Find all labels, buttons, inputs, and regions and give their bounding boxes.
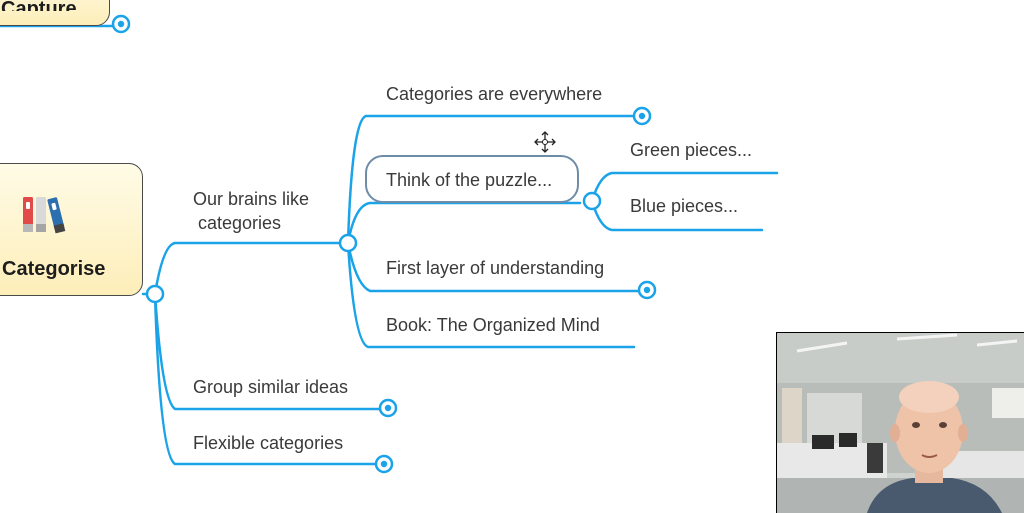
subtopic-puzzle-selected[interactable]: Think of the puzzle... [365, 155, 579, 203]
collapse-knobs[interactable] [111, 14, 657, 474]
topic-brains-line1[interactable]: Our brains like [193, 189, 310, 209]
topic-brains-line2[interactable]: categories [198, 213, 282, 233]
central-topic-categorise[interactable]: Categorise [0, 163, 143, 296]
topic-flexible-categories[interactable]: Flexible categories [193, 433, 344, 453]
binders-icon [23, 197, 66, 234]
subtopic-book[interactable]: Book: The Organized Mind [386, 315, 600, 335]
subtopic-puzzle-label: Think of the puzzle... [386, 170, 553, 190]
webcam-video-overlay [776, 332, 1024, 513]
central-topic-categorise-label: Categorise [2, 258, 106, 280]
central-topic-capture[interactable]: Capture [0, 0, 110, 26]
subtopic-categories-everywhere[interactable]: Categories are everywhere [386, 84, 603, 104]
central-topic-capture-label: Capture [1, 0, 77, 11]
subtopic-first-layer[interactable]: First layer of understanding [386, 258, 605, 278]
move-cursor-icon [534, 131, 556, 153]
topic-group-similar-ideas[interactable]: Group similar ideas [193, 377, 349, 397]
subtopic-green-pieces[interactable]: Green pieces... [630, 140, 753, 160]
subtopic-blue-pieces[interactable]: Blue pieces... [630, 196, 739, 216]
